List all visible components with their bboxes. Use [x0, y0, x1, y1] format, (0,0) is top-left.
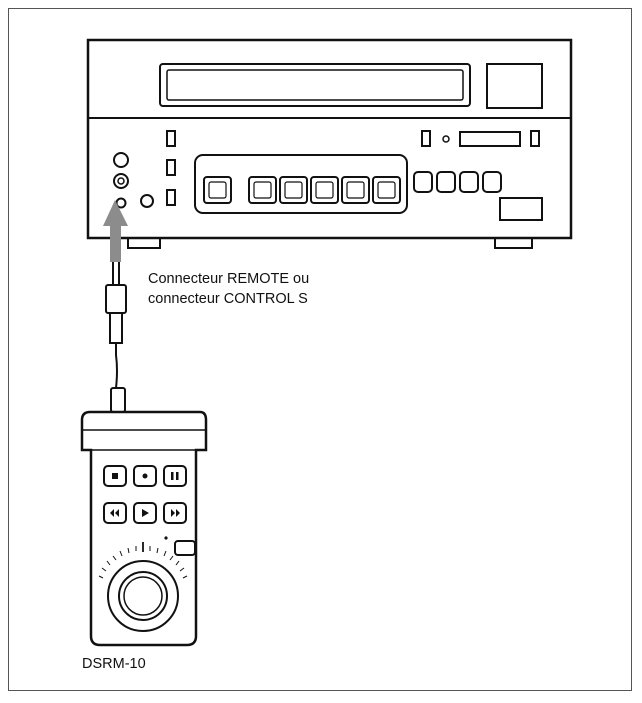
deck-key-1-inner [208, 181, 227, 199]
deck-foot-left [127, 238, 161, 249]
deck-key-2 [248, 176, 277, 204]
rewind-button [103, 502, 127, 524]
right-counter [459, 131, 521, 147]
stop-button [103, 465, 127, 487]
deck-key-4 [310, 176, 339, 204]
deck-key-4-inner [315, 181, 334, 199]
figure-frame [8, 8, 632, 691]
connector-label-line2: connecteur CONTROL S [148, 291, 308, 307]
deck-key-6 [372, 176, 401, 204]
play-icon [142, 509, 149, 517]
fast-forward-button [163, 502, 187, 524]
plug-sleeve [109, 312, 123, 344]
remote-model-label: DSRM-10 [82, 656, 146, 672]
pause-icon [171, 472, 179, 480]
record-icon [142, 473, 148, 479]
right-indicator-1 [421, 130, 431, 147]
control-cable [105, 254, 127, 413]
jog-dial-knob [123, 576, 163, 616]
remote-controller [80, 410, 208, 647]
deck-key-3-inner [284, 181, 303, 199]
deck-key-5 [341, 176, 370, 204]
deck-key-3 [279, 176, 308, 204]
right-button-2 [436, 171, 456, 193]
cassette-slot-inner [166, 69, 464, 101]
rewind-icon [110, 509, 119, 517]
right-eject-button [499, 197, 543, 221]
jog-dial-outer [107, 560, 179, 632]
deck-key-2-inner [253, 181, 272, 199]
record-button [133, 465, 157, 487]
fast-forward-icon [171, 509, 180, 517]
mode-led [164, 536, 168, 540]
right-led [442, 135, 450, 143]
plug-body [105, 284, 127, 314]
deck-key-6-inner [377, 181, 396, 199]
display-window [486, 63, 543, 109]
deck-key-5-inner [346, 181, 365, 199]
remote-body [80, 410, 208, 647]
deck-key-1 [203, 176, 232, 204]
jog-dial-scale [98, 542, 188, 579]
stop-icon [112, 473, 118, 479]
jack-middle-inner [117, 177, 125, 185]
play-button [133, 502, 157, 524]
pause-button [163, 465, 187, 487]
jack-top [113, 152, 129, 168]
right-button-3 [459, 171, 479, 193]
cable-wire [115, 343, 118, 389]
cable-strain-relief [110, 387, 126, 413]
vcr-deck [86, 38, 573, 249]
indicator-1 [166, 130, 176, 147]
power-button [140, 194, 154, 208]
transport-panel [194, 154, 408, 214]
cassette-slot [159, 63, 471, 107]
right-button-4 [482, 171, 502, 193]
right-button-1 [413, 171, 433, 193]
shuttle-mode-button [174, 540, 196, 556]
deck-foot-right [494, 238, 533, 249]
jack-middle [113, 173, 129, 189]
right-indicator-2 [530, 130, 540, 147]
jog-dial-inner [118, 571, 168, 621]
indicator-3 [166, 189, 176, 206]
indicator-2 [166, 159, 176, 176]
connection-arrow [103, 200, 128, 262]
connector-label-line1: Connecteur REMOTE ou [148, 271, 310, 287]
